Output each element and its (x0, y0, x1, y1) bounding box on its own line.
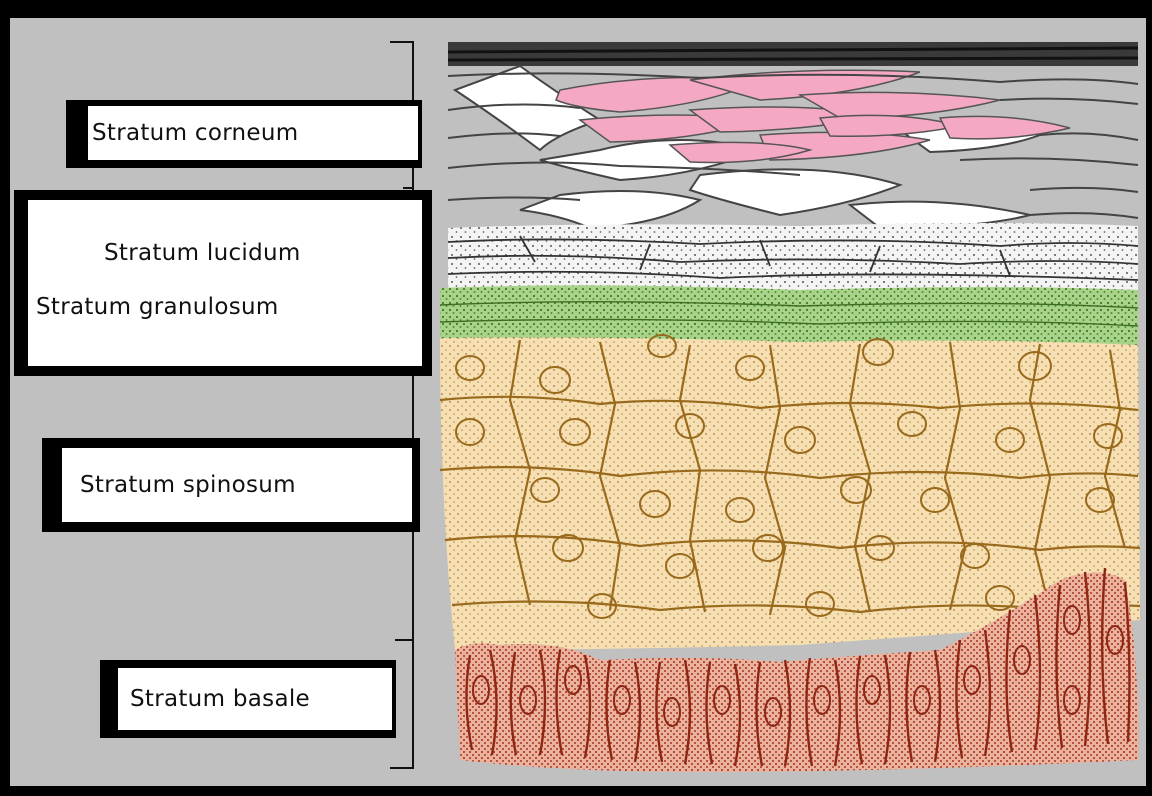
label-stratum-spinosum: Stratum spinosum (42, 438, 420, 532)
label-group-lucidum-granulosum (14, 190, 432, 376)
corneum-layer (448, 42, 1138, 230)
keratin-band (448, 42, 1138, 66)
granulosum-layer (440, 285, 1138, 345)
stratum-granulosum-text: Stratum granulosum (36, 294, 279, 320)
label-stratum-basale: Stratum basale (100, 660, 396, 738)
label-stratum-corneum: Stratum corneum (66, 100, 422, 168)
stratum-spinosum-text: Stratum spinosum (80, 472, 296, 498)
stratum-lucidum-text: Stratum lucidum (104, 240, 301, 266)
stratum-basale-text: Stratum basale (130, 686, 310, 712)
stratum-corneum-text: Stratum corneum (92, 120, 298, 146)
lucidum-layer (448, 223, 1138, 290)
